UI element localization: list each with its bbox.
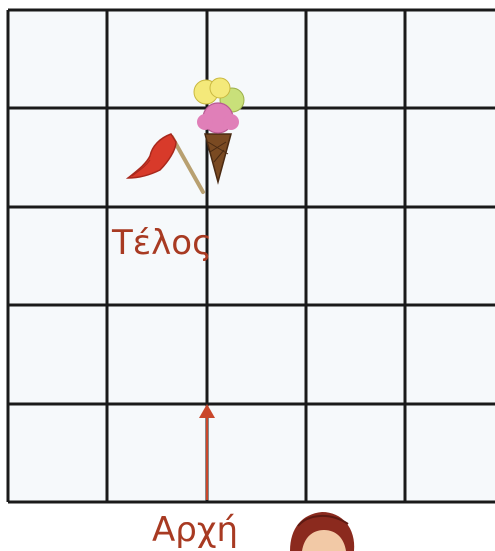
girl-character-icon <box>290 512 354 551</box>
grid-background <box>8 10 495 502</box>
start-label: Αρχή <box>152 510 238 550</box>
end-label: Τέλος <box>111 223 212 263</box>
